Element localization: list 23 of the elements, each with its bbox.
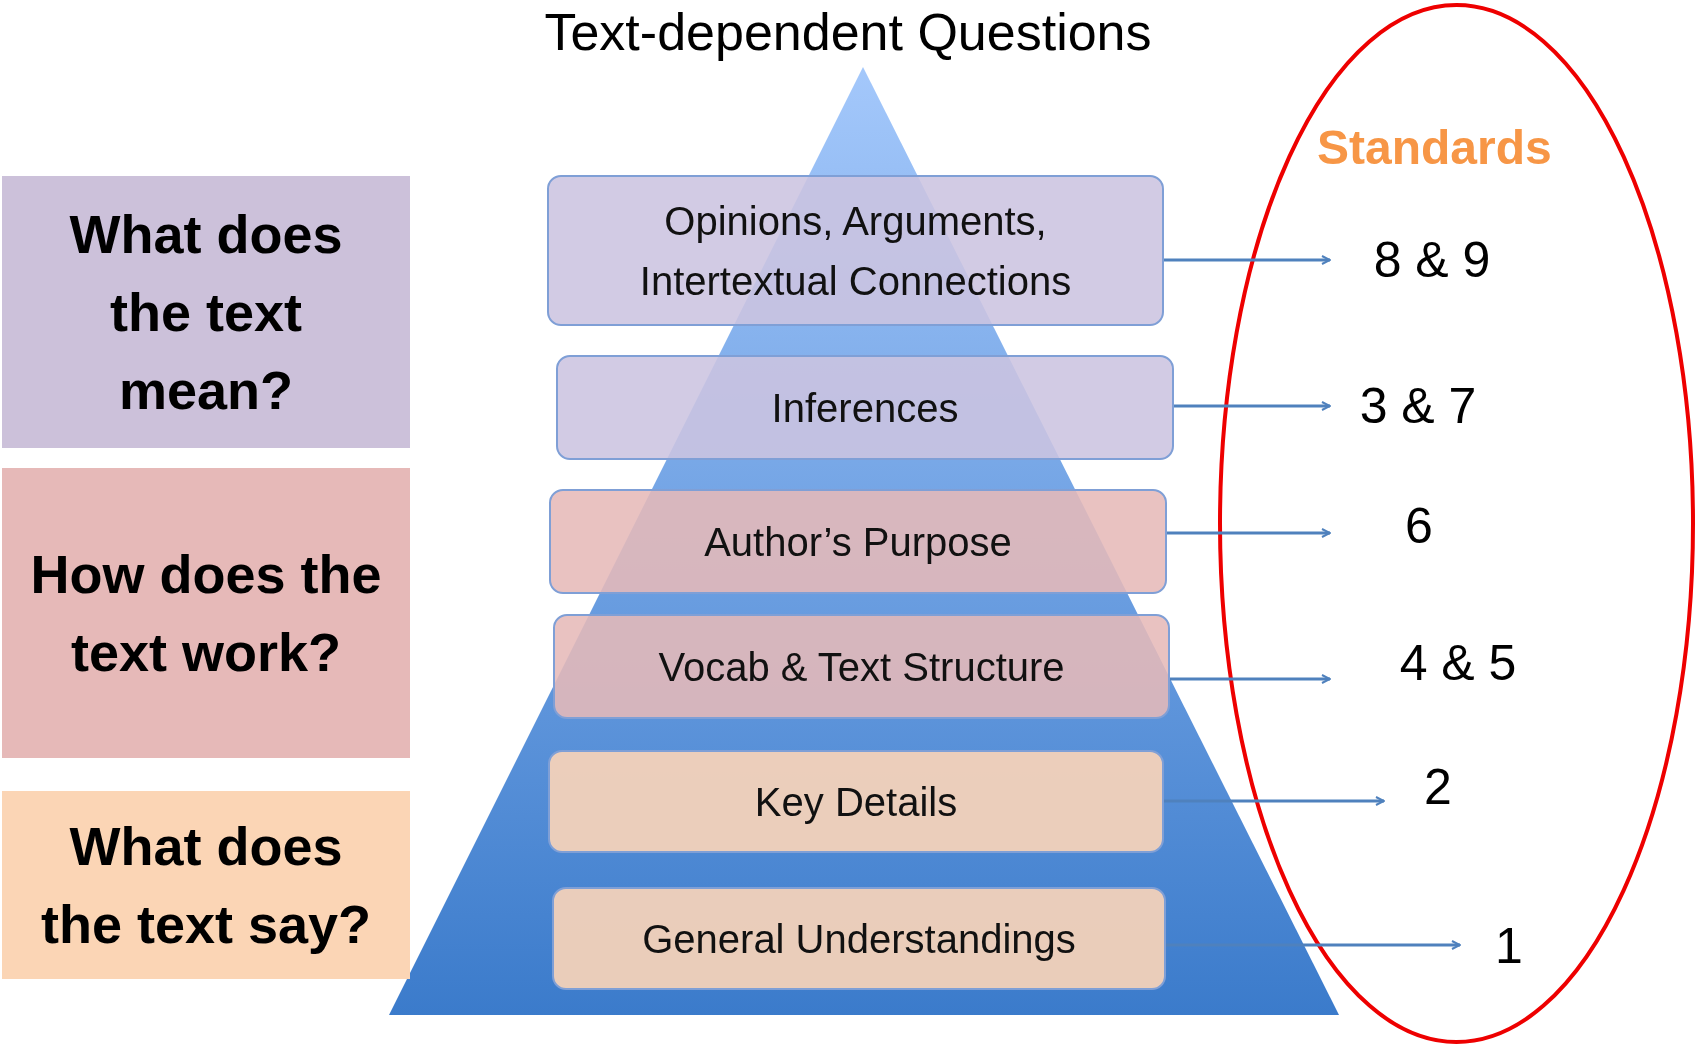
pyramid-level-box: Key Details xyxy=(548,750,1164,853)
standard-number: 6 xyxy=(1330,494,1508,558)
arrow xyxy=(1174,401,1331,411)
arrow xyxy=(1170,674,1331,684)
pyramid-level-box: Vocab & Text Structure xyxy=(553,614,1170,719)
pyramid-level-box: General Understandings xyxy=(552,887,1166,990)
standards-heading: Standards xyxy=(1317,120,1552,175)
pyramid-level-box: Opinions, Arguments, Intertextual Connections xyxy=(547,175,1164,326)
question-box: How does the text work? xyxy=(2,468,410,758)
arrow xyxy=(1167,528,1331,538)
title: Text-dependent Questions xyxy=(544,2,1152,62)
arrow xyxy=(1164,255,1331,265)
arrow xyxy=(1166,940,1461,950)
arrow xyxy=(1164,796,1385,806)
standard-number: 4 & 5 xyxy=(1330,631,1586,695)
standard-number: 2 xyxy=(1384,755,1492,819)
pyramid-level-box: Author’s Purpose xyxy=(549,489,1167,594)
standard-number: 3 & 7 xyxy=(1330,374,1506,438)
standard-number: 8 & 9 xyxy=(1330,228,1534,292)
pyramid-level-box: Inferences xyxy=(556,355,1174,460)
standard-number: 1 xyxy=(1460,914,1558,978)
question-box: What does the text mean? xyxy=(2,176,410,448)
question-box: What does the text say? xyxy=(2,791,410,979)
